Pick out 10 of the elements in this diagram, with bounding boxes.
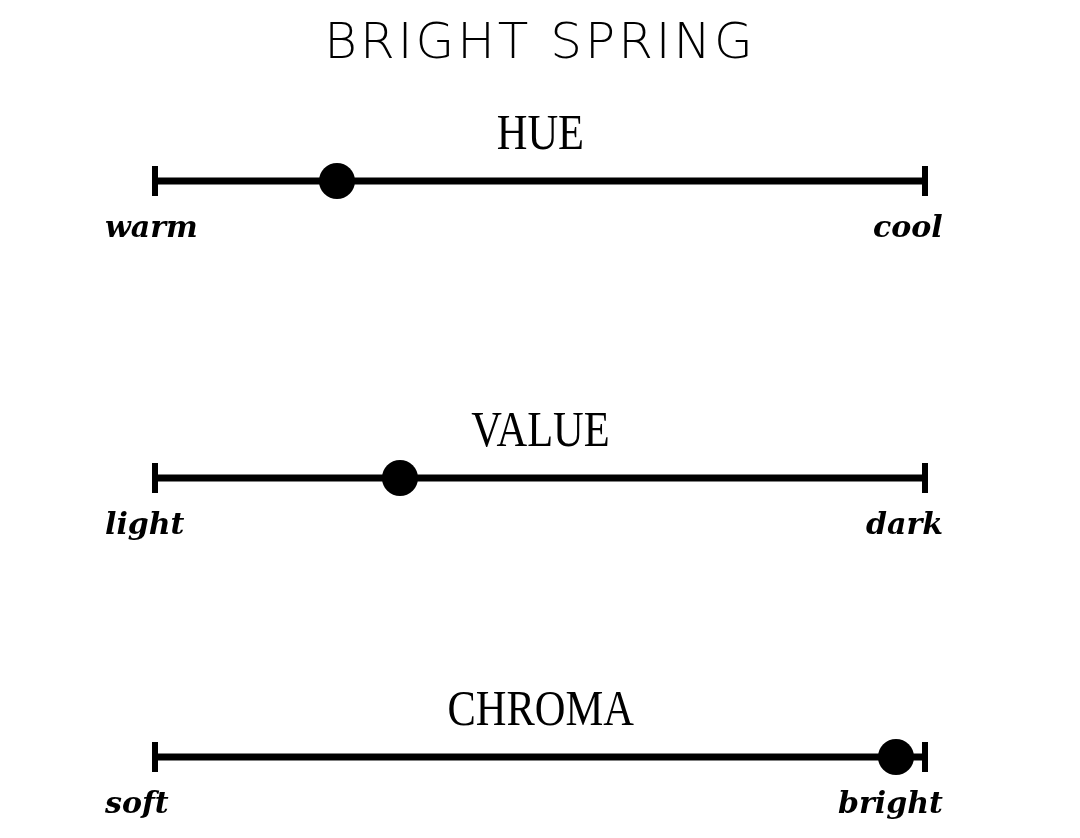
scale-heading: VALUE [470, 400, 610, 458]
title-text: BRIGHT SPRING [323, 12, 757, 70]
scale-heading: CHROMA [446, 679, 634, 737]
scale-end-label: bright [838, 785, 943, 820]
scale-end-label: light [105, 506, 185, 541]
scale-end-label: warm [105, 209, 198, 244]
scale-end-label: cool [873, 209, 943, 244]
scale-end-label: soft [105, 785, 169, 820]
scale-end-label: dark [866, 506, 943, 541]
scale-heading: HUE [496, 103, 584, 161]
